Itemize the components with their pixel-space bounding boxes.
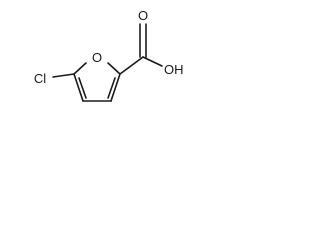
bond-c2-carboxyl — [119, 56, 144, 75]
bond-c2-c3-inner — [107, 77, 116, 99]
bond-c5-cl — [52, 73, 75, 78]
structure-diagram: O O OH Cl — [34, 8, 184, 102]
bond-c-oh — [142, 56, 163, 67]
bond-c2-c3-outer — [110, 73, 121, 102]
chlorine-label: Cl — [34, 71, 46, 86]
bond-c5-o1 — [73, 62, 87, 75]
bond-c4-c5-outer — [73, 73, 84, 102]
hydroxyl-label: OH — [164, 62, 184, 77]
ring-oxygen-label: O — [92, 50, 102, 65]
bond-c4-c5-inner — [78, 77, 87, 99]
bond-o1-c2 — [107, 62, 121, 75]
carbonyl-oxygen-label: O — [138, 8, 148, 23]
